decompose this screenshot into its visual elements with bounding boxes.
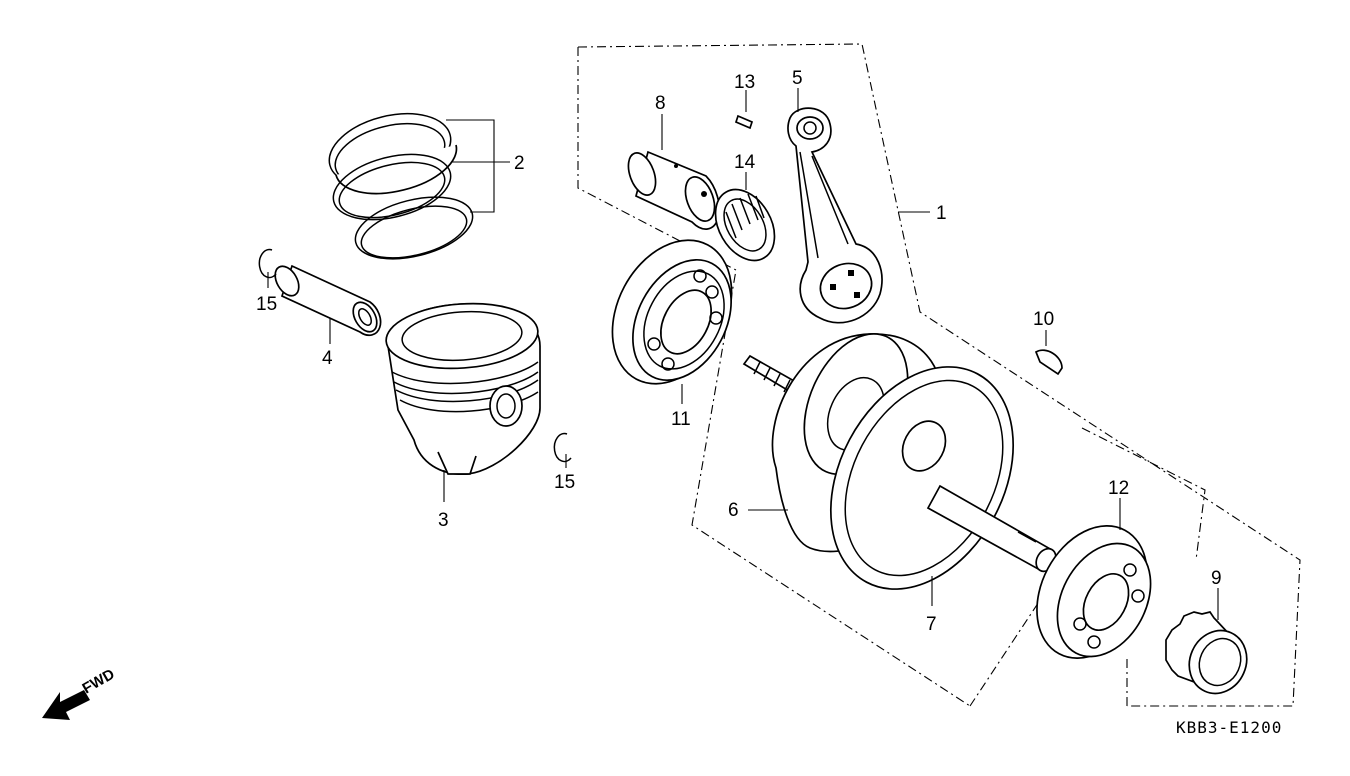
label-part-15-right: 15: [554, 472, 575, 493]
label-part-12: 12: [1108, 478, 1129, 499]
piston: [385, 302, 541, 475]
label-part-5: 5: [792, 68, 803, 89]
label-part-11: 11: [671, 409, 691, 430]
ball-bearing-left: [611, 239, 733, 385]
drawing-code: KBB3-E1200: [1176, 718, 1282, 737]
label-part-1: 1: [936, 203, 947, 224]
part-number-labels: 1 2 3 4 5 6 7 8 9 10 11 12 13 14 15 15: [256, 68, 1222, 635]
fwd-direction-label: FWD: [80, 666, 118, 698]
connecting-rod: [787, 107, 883, 324]
needle-bearing: [714, 188, 776, 262]
timing-gear: [1165, 611, 1248, 695]
piston-pin: [274, 264, 382, 337]
label-part-10: 10: [1033, 309, 1054, 330]
label-part-6: 6: [728, 500, 739, 521]
woodruff-key: [1034, 349, 1063, 376]
ball-bearing-right: [1036, 525, 1152, 659]
label-part-7: 7: [926, 614, 937, 635]
label-part-9: 9: [1211, 568, 1222, 589]
label-part-2: 2: [514, 153, 525, 174]
label-part-13: 13: [734, 72, 755, 93]
crankshaft-right: [829, 366, 1057, 590]
label-part-14: 14: [734, 152, 756, 173]
label-part-15-left: 15: [256, 294, 277, 315]
fwd-direction-arrow: [42, 690, 90, 720]
label-part-3: 3: [438, 510, 449, 531]
piston-rings: [328, 113, 474, 260]
crank-pin: [627, 150, 721, 230]
pin-key-13: [734, 114, 754, 130]
label-part-8: 8: [655, 93, 666, 114]
label-part-4: 4: [322, 348, 333, 369]
leader-lines: [267, 88, 1219, 620]
